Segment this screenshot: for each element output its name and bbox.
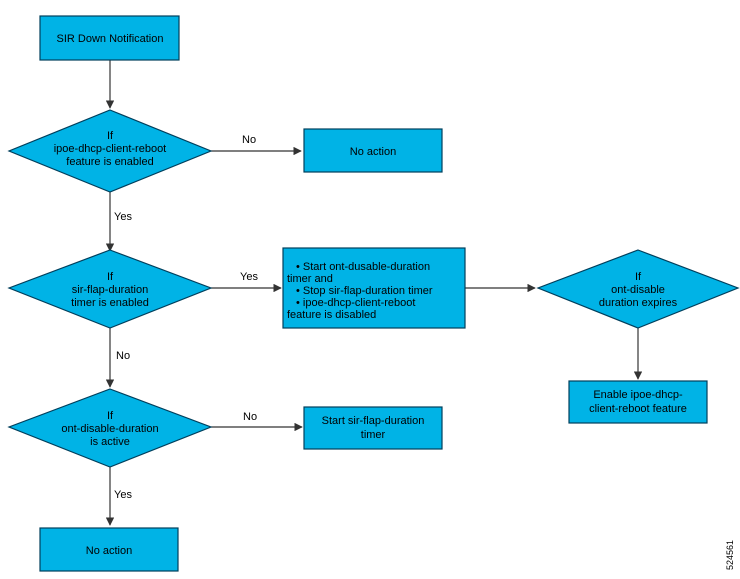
actions-line-3: • Stop sir-flap-duration timer: [296, 285, 433, 297]
connectors: [105, 60, 643, 526]
actions-box: [282, 247, 466, 329]
decision-expire-line-3: duration expires: [599, 297, 678, 309]
no-action-bottom-label: No action: [86, 545, 132, 557]
start-flap-line-2: timer: [361, 429, 386, 441]
no-action-top-box: [303, 128, 443, 173]
decision-ont-diamond: [7, 388, 213, 468]
decision-flap-line-3: timer is enabled: [71, 297, 149, 309]
start-flap-line-1: Start sir-flap-duration: [322, 415, 425, 427]
edge-label-flap-no: No: [116, 350, 130, 362]
edge-label-ont-yes: Yes: [114, 489, 132, 501]
figure-number: 524561: [725, 540, 735, 570]
decision-flap-diamond: [7, 249, 213, 329]
decision-reboot-line-1: If: [107, 130, 114, 142]
no-action-bottom-box: [39, 527, 179, 572]
decision-flap-line-2: sir-flap-duration: [72, 284, 148, 296]
no-action-top-label: No action: [350, 146, 396, 158]
decision-expire-line-1: If: [635, 271, 642, 283]
enable-line-1: Enable ipoe-dhcp-: [593, 389, 683, 401]
edge-label-reboot-no: No: [242, 134, 256, 146]
enable-line-2: client-reboot feature: [589, 403, 687, 415]
actions-line-2: timer and: [287, 273, 333, 285]
edge-label-reboot-yes: Yes: [114, 211, 132, 223]
edge-label-flap-yes: Yes: [240, 271, 258, 283]
decision-expire-diamond: [536, 249, 740, 329]
actions-line-4: • ipoe-dhcp-client-reboot: [296, 297, 415, 309]
decision-expire-line-2: ont-disable: [611, 284, 665, 296]
decision-ont-line-2: ont-disable-duration: [61, 423, 158, 435]
start-label: SIR Down Notification: [57, 33, 164, 45]
decision-flap-line-1: If: [107, 271, 114, 283]
decision-reboot-line-2: ipoe-dhcp-client-reboot: [54, 143, 167, 155]
edge-label-ont-no: No: [243, 411, 257, 423]
actions-line-5: feature is disabled: [287, 309, 376, 321]
decision-ont-line-3: is active: [90, 436, 130, 448]
decision-ont-line-1: If: [107, 410, 114, 422]
actions-line-1: • Start ont-dusable-duration: [296, 261, 430, 273]
decision-reboot-diamond: [7, 109, 213, 193]
start-flap-box: [303, 406, 443, 450]
enable-box: [568, 380, 708, 424]
start-box: [39, 15, 180, 61]
decision-reboot-line-3: feature is enabled: [66, 156, 153, 168]
